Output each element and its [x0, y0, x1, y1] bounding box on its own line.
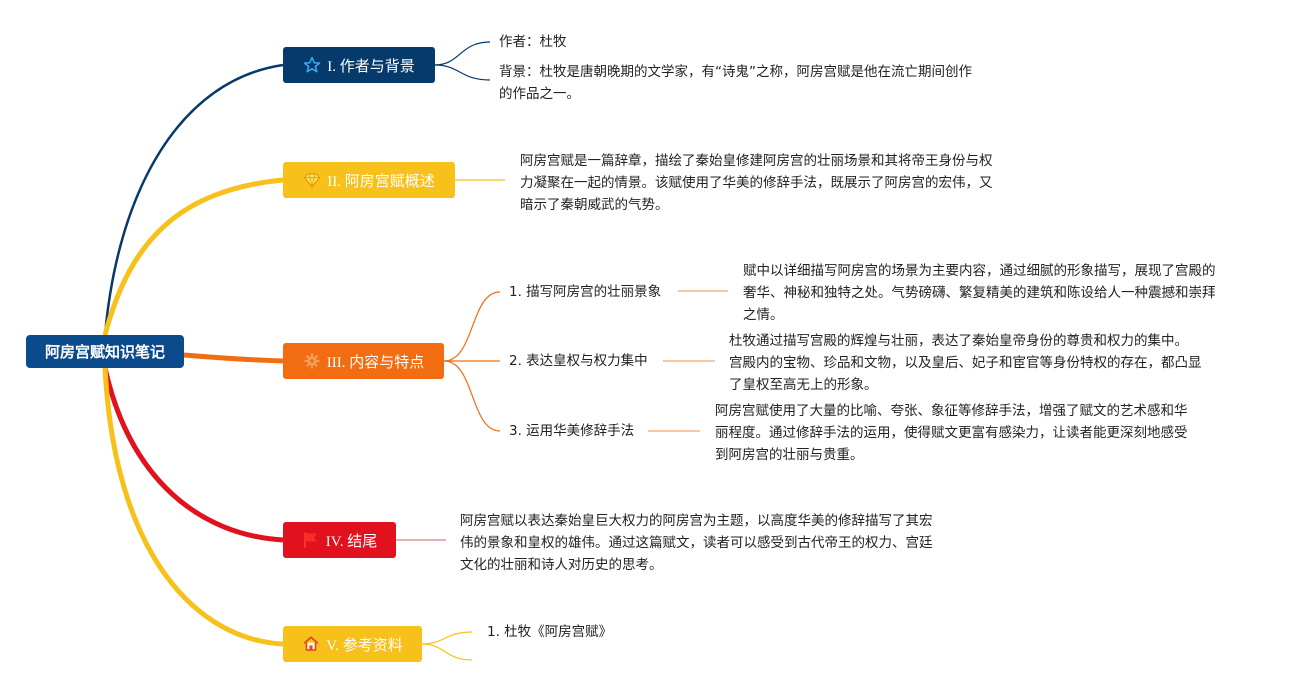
- branch-overview[interactable]: II. 阿房宫赋概述: [283, 162, 455, 198]
- connector-background: [434, 64, 491, 81]
- content-item-3-detail: 阿房宫赋使用了大量的比喻、夸张、象征等修辞手法，增强了赋文的艺术感和华 丽程度。…: [715, 403, 1188, 463]
- content-item-3-label[interactable]: 3. 运用华美修辞手法: [509, 423, 635, 439]
- background-text: 背景：杜牧是唐朝晚期的文学家，有“诗鬼”之称，阿房宫赋是他在流亡期间创作 的作品…: [499, 64, 972, 102]
- connector-branch-5: [102, 367, 284, 647]
- connector-reference-2: [421, 643, 473, 661]
- home-icon: [302, 635, 320, 653]
- branch-label: II. 阿房宫赋概述: [327, 173, 435, 190]
- gear-icon: [303, 352, 321, 370]
- branch-content-features[interactable]: III. 内容与特点: [283, 343, 444, 379]
- branch-label: III. 内容与特点: [326, 354, 425, 371]
- connector-author: [434, 41, 491, 66]
- content-item-1-label[interactable]: 1. 描写阿房宫的壮丽景象: [509, 284, 662, 300]
- author-text: 作者：杜牧: [499, 34, 567, 50]
- star-icon: [303, 56, 321, 74]
- root-label: 阿房宫赋知识笔记: [44, 343, 165, 361]
- branch-author-background[interactable]: I. 作者与背景: [283, 47, 435, 83]
- reference-item-1[interactable]: 1. 杜牧《阿房宫赋》: [487, 624, 613, 640]
- connector-content-1: [443, 291, 501, 362]
- branch-label: V. 参考资料: [326, 637, 403, 654]
- root-node[interactable]: 阿房宫赋知识笔记: [26, 335, 184, 368]
- branch-references[interactable]: V. 参考资料: [283, 626, 422, 662]
- content-item-1-detail: 赋中以详细描写阿房宫的场景为主要内容，通过细腻的形象描写，展现了宫殿的 奢华、神…: [743, 263, 1216, 323]
- connector-branch-1: [103, 63, 284, 336]
- branch-label: IV. 结尾: [325, 533, 378, 550]
- branch-ending[interactable]: IV. 结尾: [283, 522, 396, 558]
- content-item-2-label[interactable]: 2. 表达皇权与权力集中: [509, 353, 648, 369]
- connector-content-3: [443, 360, 501, 432]
- connector-branch-3: [183, 352, 284, 364]
- content-item-2-detail: 杜牧通过描写宫殿的辉煌与壮丽，表达了秦始皇帝身份的尊贵和权力的集中。 宫殿内的宝…: [729, 333, 1202, 393]
- connector-branch-4: [102, 367, 284, 543]
- connector-reference-1: [421, 631, 473, 645]
- ending-text: 阿房宫赋以表达秦始皇巨大权力的阿房宫为主题，以高度华美的修辞描写了其宏 伟的景象…: [460, 513, 933, 573]
- flag-icon: [302, 531, 320, 549]
- overview-text: 阿房宫赋是一篇辞章，描绘了秦始皇修建阿房宫的壮丽场景和其将帝王身份与权 力凝聚在…: [520, 153, 993, 213]
- branch-label: I. 作者与背景: [327, 58, 415, 75]
- connector-branch-2: [102, 177, 284, 336]
- diamond-icon: [303, 171, 321, 189]
